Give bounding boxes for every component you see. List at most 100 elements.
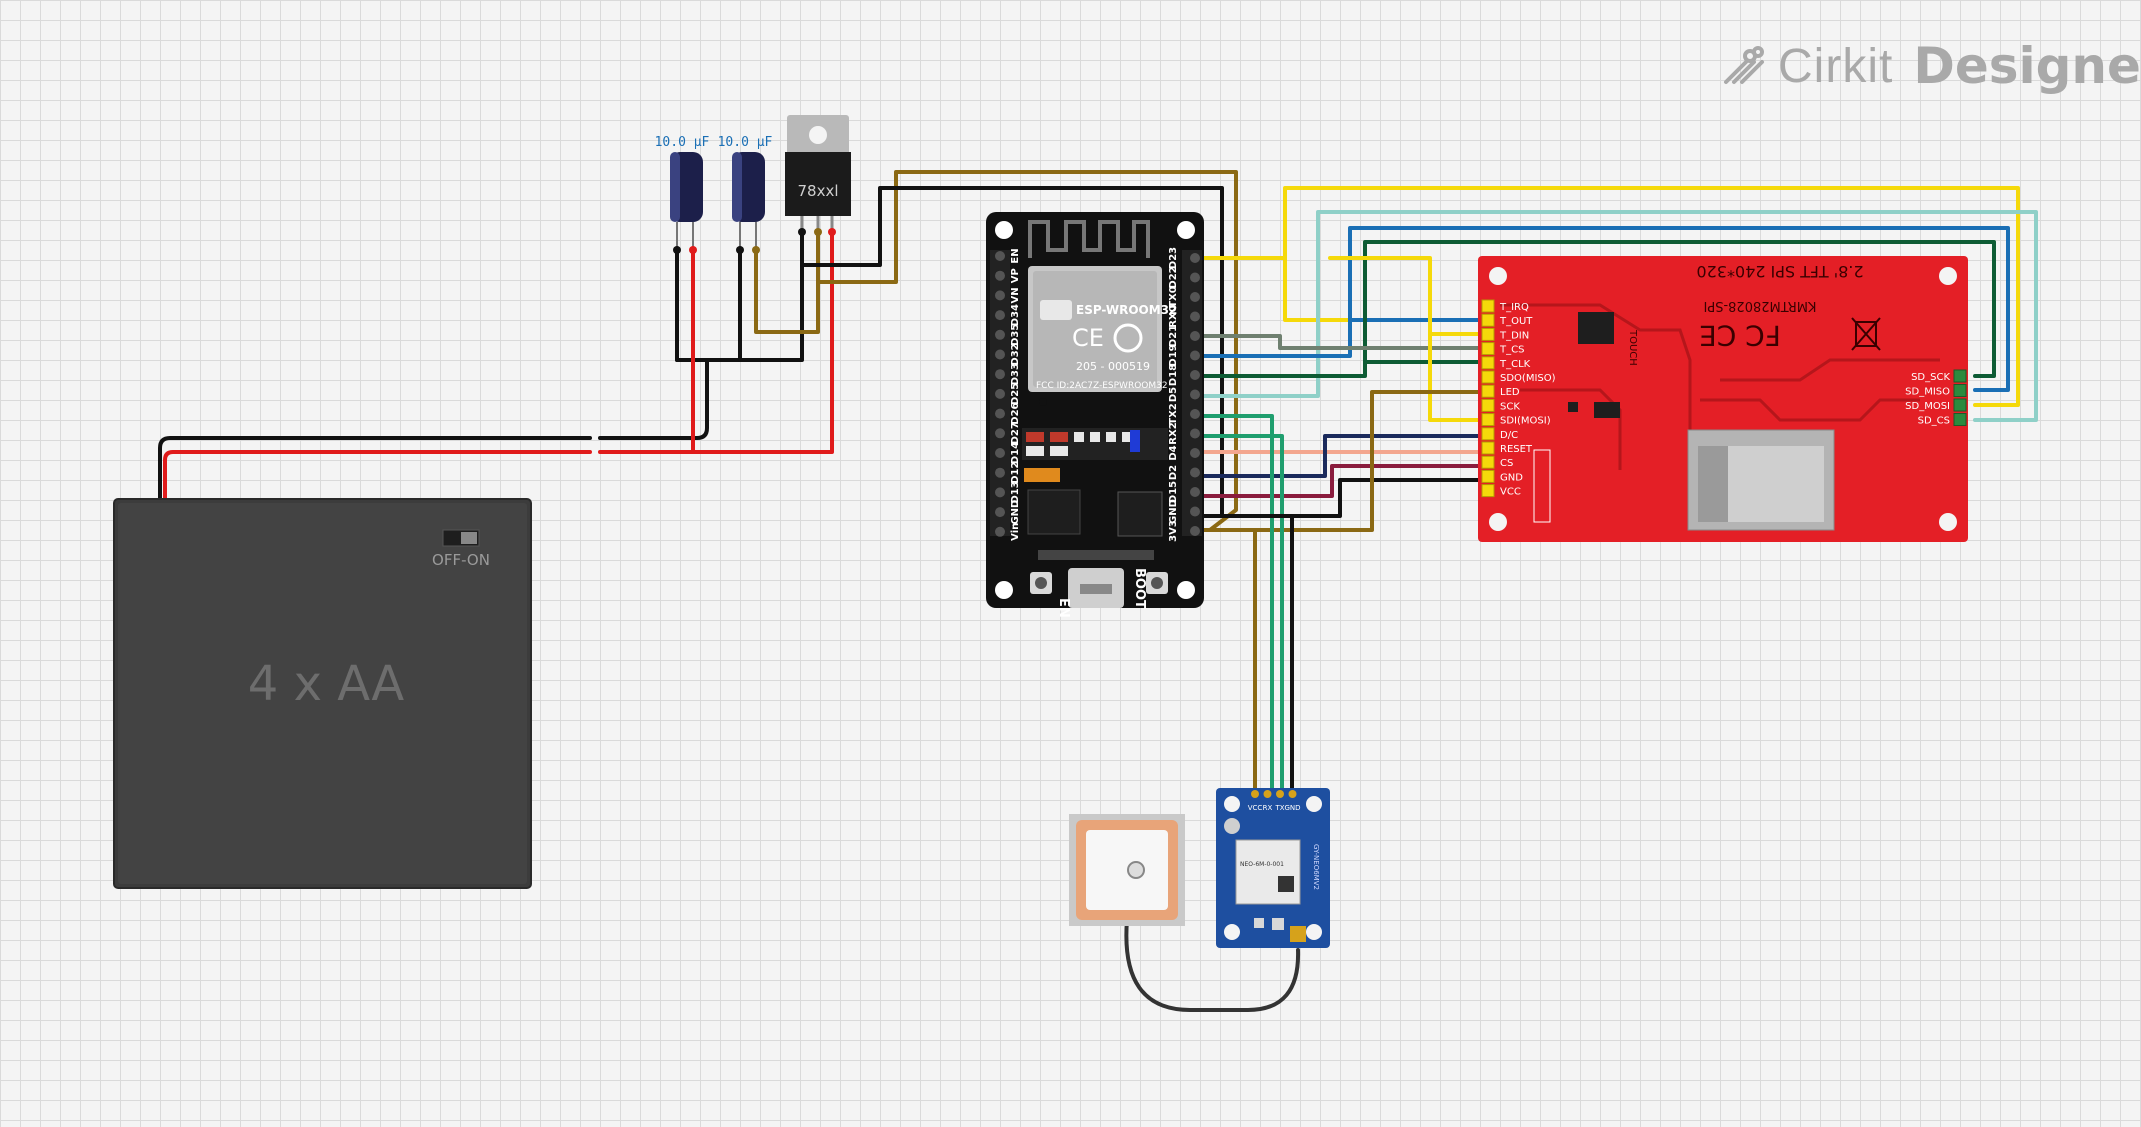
esp32-pin-d12[interactable] bbox=[995, 467, 1005, 478]
gps-patch-antenna[interactable] bbox=[1069, 814, 1185, 926]
esp32-pin-d19[interactable] bbox=[1190, 350, 1200, 361]
esp32-pin-d4[interactable] bbox=[1190, 448, 1200, 458]
esp32-fcc-id: FCC ID:2AC7Z-ESPWROOM32 bbox=[1036, 381, 1168, 391]
esp32-pin-d32[interactable] bbox=[995, 349, 1005, 360]
tft-pin-t_clk[interactable] bbox=[1481, 356, 1495, 370]
esp32-pin-d34[interactable] bbox=[995, 310, 1005, 321]
tft-pin-label: SDI(MOSI) bbox=[1500, 416, 1551, 427]
esp32-pin-label: RX0 bbox=[1168, 305, 1179, 327]
tft-pin-t_out[interactable] bbox=[1481, 313, 1495, 327]
tft-pin-led[interactable] bbox=[1481, 384, 1495, 398]
esp32-en-label: EN bbox=[1056, 598, 1071, 618]
tft-pin-t_irq[interactable] bbox=[1481, 299, 1495, 313]
tft-pin-d/c[interactable] bbox=[1481, 427, 1495, 441]
esp32-mark-icon bbox=[1113, 323, 1143, 353]
gps-pin-rx[interactable] bbox=[1263, 790, 1272, 798]
tft-pin-sdo(miso)[interactable] bbox=[1481, 370, 1495, 384]
esp32-pin-d26[interactable] bbox=[995, 408, 1005, 419]
esp32-pin-label: Vin bbox=[1010, 523, 1021, 541]
esp32-pin-label: 3V3 bbox=[1168, 520, 1179, 542]
tft-pin-cs[interactable] bbox=[1481, 455, 1495, 469]
sd-card-slot[interactable] bbox=[1687, 429, 1835, 531]
esp32-pin-d27[interactable] bbox=[995, 428, 1005, 439]
tft-pin-sdi(mosi)[interactable] bbox=[1481, 413, 1495, 427]
esp32-pin-label: D23 bbox=[1168, 247, 1179, 269]
tft-pin-label: T_OUT bbox=[1499, 316, 1533, 327]
esp32-pin-gnd[interactable] bbox=[995, 507, 1005, 518]
esp32-pin-d22[interactable] bbox=[1190, 272, 1200, 283]
tft-pin-label: RESET bbox=[1500, 444, 1533, 455]
esp32-pin-vin[interactable] bbox=[995, 526, 1005, 537]
wire-navy bbox=[1193, 434, 1489, 478]
tft-display[interactable]: 2.8' TFT SPI 240*320 KMRTM28028-SPI FC C… bbox=[1478, 256, 1968, 542]
tft-pin-label: T_IRQ bbox=[1499, 302, 1529, 313]
esp32-pin-d18[interactable] bbox=[1190, 370, 1200, 380]
battery-pack[interactable]: OFF-ON 4 x AA bbox=[113, 498, 532, 889]
tft-pin-sd_cs[interactable] bbox=[1953, 413, 1967, 426]
gps-module-text: NEO-6M-0-001 bbox=[1240, 861, 1284, 868]
tft-pin-sd_sck[interactable] bbox=[1953, 369, 1967, 383]
wire-gps-vcc bbox=[1193, 528, 1257, 795]
wire-yellow-miso bbox=[1328, 256, 1489, 422]
esp32-pin-d13[interactable] bbox=[995, 487, 1005, 498]
esp32-pin-d23[interactable] bbox=[1190, 253, 1200, 263]
tft-pin-label: SCK bbox=[1500, 401, 1520, 412]
voltage-regulator[interactable]: 78xxl bbox=[785, 115, 851, 236]
esp32-pcb-antenna bbox=[1028, 220, 1150, 258]
esp32-pin-vp[interactable] bbox=[995, 270, 1005, 281]
esp32-pin-d14[interactable] bbox=[995, 448, 1005, 458]
esp32-boot-label: BOOT bbox=[1132, 568, 1147, 609]
esp32-pin-label: D22 bbox=[1168, 266, 1179, 288]
gps-pin-tx[interactable] bbox=[1276, 790, 1284, 798]
esp32-pin-tx2[interactable] bbox=[1190, 409, 1200, 419]
esp32-pin-d25[interactable] bbox=[995, 388, 1005, 399]
esp32-devkit[interactable]: ESP-WROOM32 CE 205 - 000519 FCC ID:2AC7Z… bbox=[986, 212, 1204, 618]
wire-gps-rx bbox=[1193, 414, 1274, 795]
esp32-pin-vn[interactable] bbox=[995, 290, 1005, 301]
esp32-pin-label: VN bbox=[1010, 287, 1021, 303]
esp32-pin-label: D5 bbox=[1168, 387, 1179, 402]
tft-pin-label: VCC bbox=[1500, 487, 1521, 498]
wire-darkgreen bbox=[1193, 240, 1996, 378]
esp32-pin-label: EN bbox=[1010, 248, 1021, 263]
regulator-label: 78xxl bbox=[797, 182, 838, 200]
tft-pin-label: LED bbox=[1500, 387, 1520, 398]
wire-gnd-cap1 bbox=[675, 248, 742, 362]
esp32-pin-gnd[interactable] bbox=[1190, 506, 1200, 517]
gps-board-label: GY-NEO6MV2 bbox=[1312, 844, 1320, 890]
tft-pin-t_din[interactable] bbox=[1481, 327, 1495, 341]
esp32-pin-label: TX2 bbox=[1168, 403, 1179, 425]
tft-pin-vcc[interactable] bbox=[1481, 484, 1495, 498]
capacitor-2[interactable]: 10.0 µF bbox=[718, 135, 773, 254]
gps-pin-label: RX bbox=[1263, 804, 1273, 812]
esp32-pin-d35[interactable] bbox=[995, 329, 1005, 340]
esp32-pin-d2[interactable] bbox=[1190, 467, 1200, 478]
gps-pin-label: GND bbox=[1284, 804, 1300, 812]
tft-pin-sck[interactable] bbox=[1481, 398, 1495, 412]
gps-pin-gnd[interactable] bbox=[1288, 790, 1297, 798]
esp32-pin-label: D19 bbox=[1168, 344, 1179, 366]
tft-pin-sd_miso[interactable] bbox=[1953, 384, 1967, 397]
capacitor-1[interactable]: 10.0 µF bbox=[655, 135, 710, 254]
esp32-pin-d33[interactable] bbox=[995, 369, 1005, 380]
tft-pin-gnd[interactable] bbox=[1481, 469, 1495, 483]
esp32-pin-en[interactable] bbox=[995, 251, 1005, 261]
esp32-pin-d5[interactable] bbox=[1190, 389, 1200, 400]
esp32-pin-label: D35 bbox=[1010, 324, 1021, 346]
esp32-pin-rx0[interactable] bbox=[1190, 311, 1200, 322]
esp32-pin-d15[interactable] bbox=[1190, 487, 1200, 497]
gps-pin-vcc[interactable] bbox=[1251, 790, 1259, 798]
tft-pin-sd_mosi[interactable] bbox=[1953, 398, 1967, 412]
esp32-pin-tx0[interactable] bbox=[1190, 292, 1200, 302]
esp32-pin-3v3[interactable] bbox=[1190, 526, 1200, 536]
wire-gps-gnd bbox=[1193, 514, 1294, 795]
power-switch[interactable] bbox=[442, 529, 480, 547]
tft-pin-label: SD_MISO bbox=[1905, 387, 1950, 398]
tft-pin-reset[interactable] bbox=[1481, 441, 1495, 455]
esp32-pin-d21[interactable] bbox=[1190, 331, 1200, 341]
tft-pin-t_cs[interactable] bbox=[1481, 342, 1495, 356]
wire-maroon bbox=[1193, 464, 1489, 498]
esp32-pin-rx2[interactable] bbox=[1190, 428, 1200, 439]
